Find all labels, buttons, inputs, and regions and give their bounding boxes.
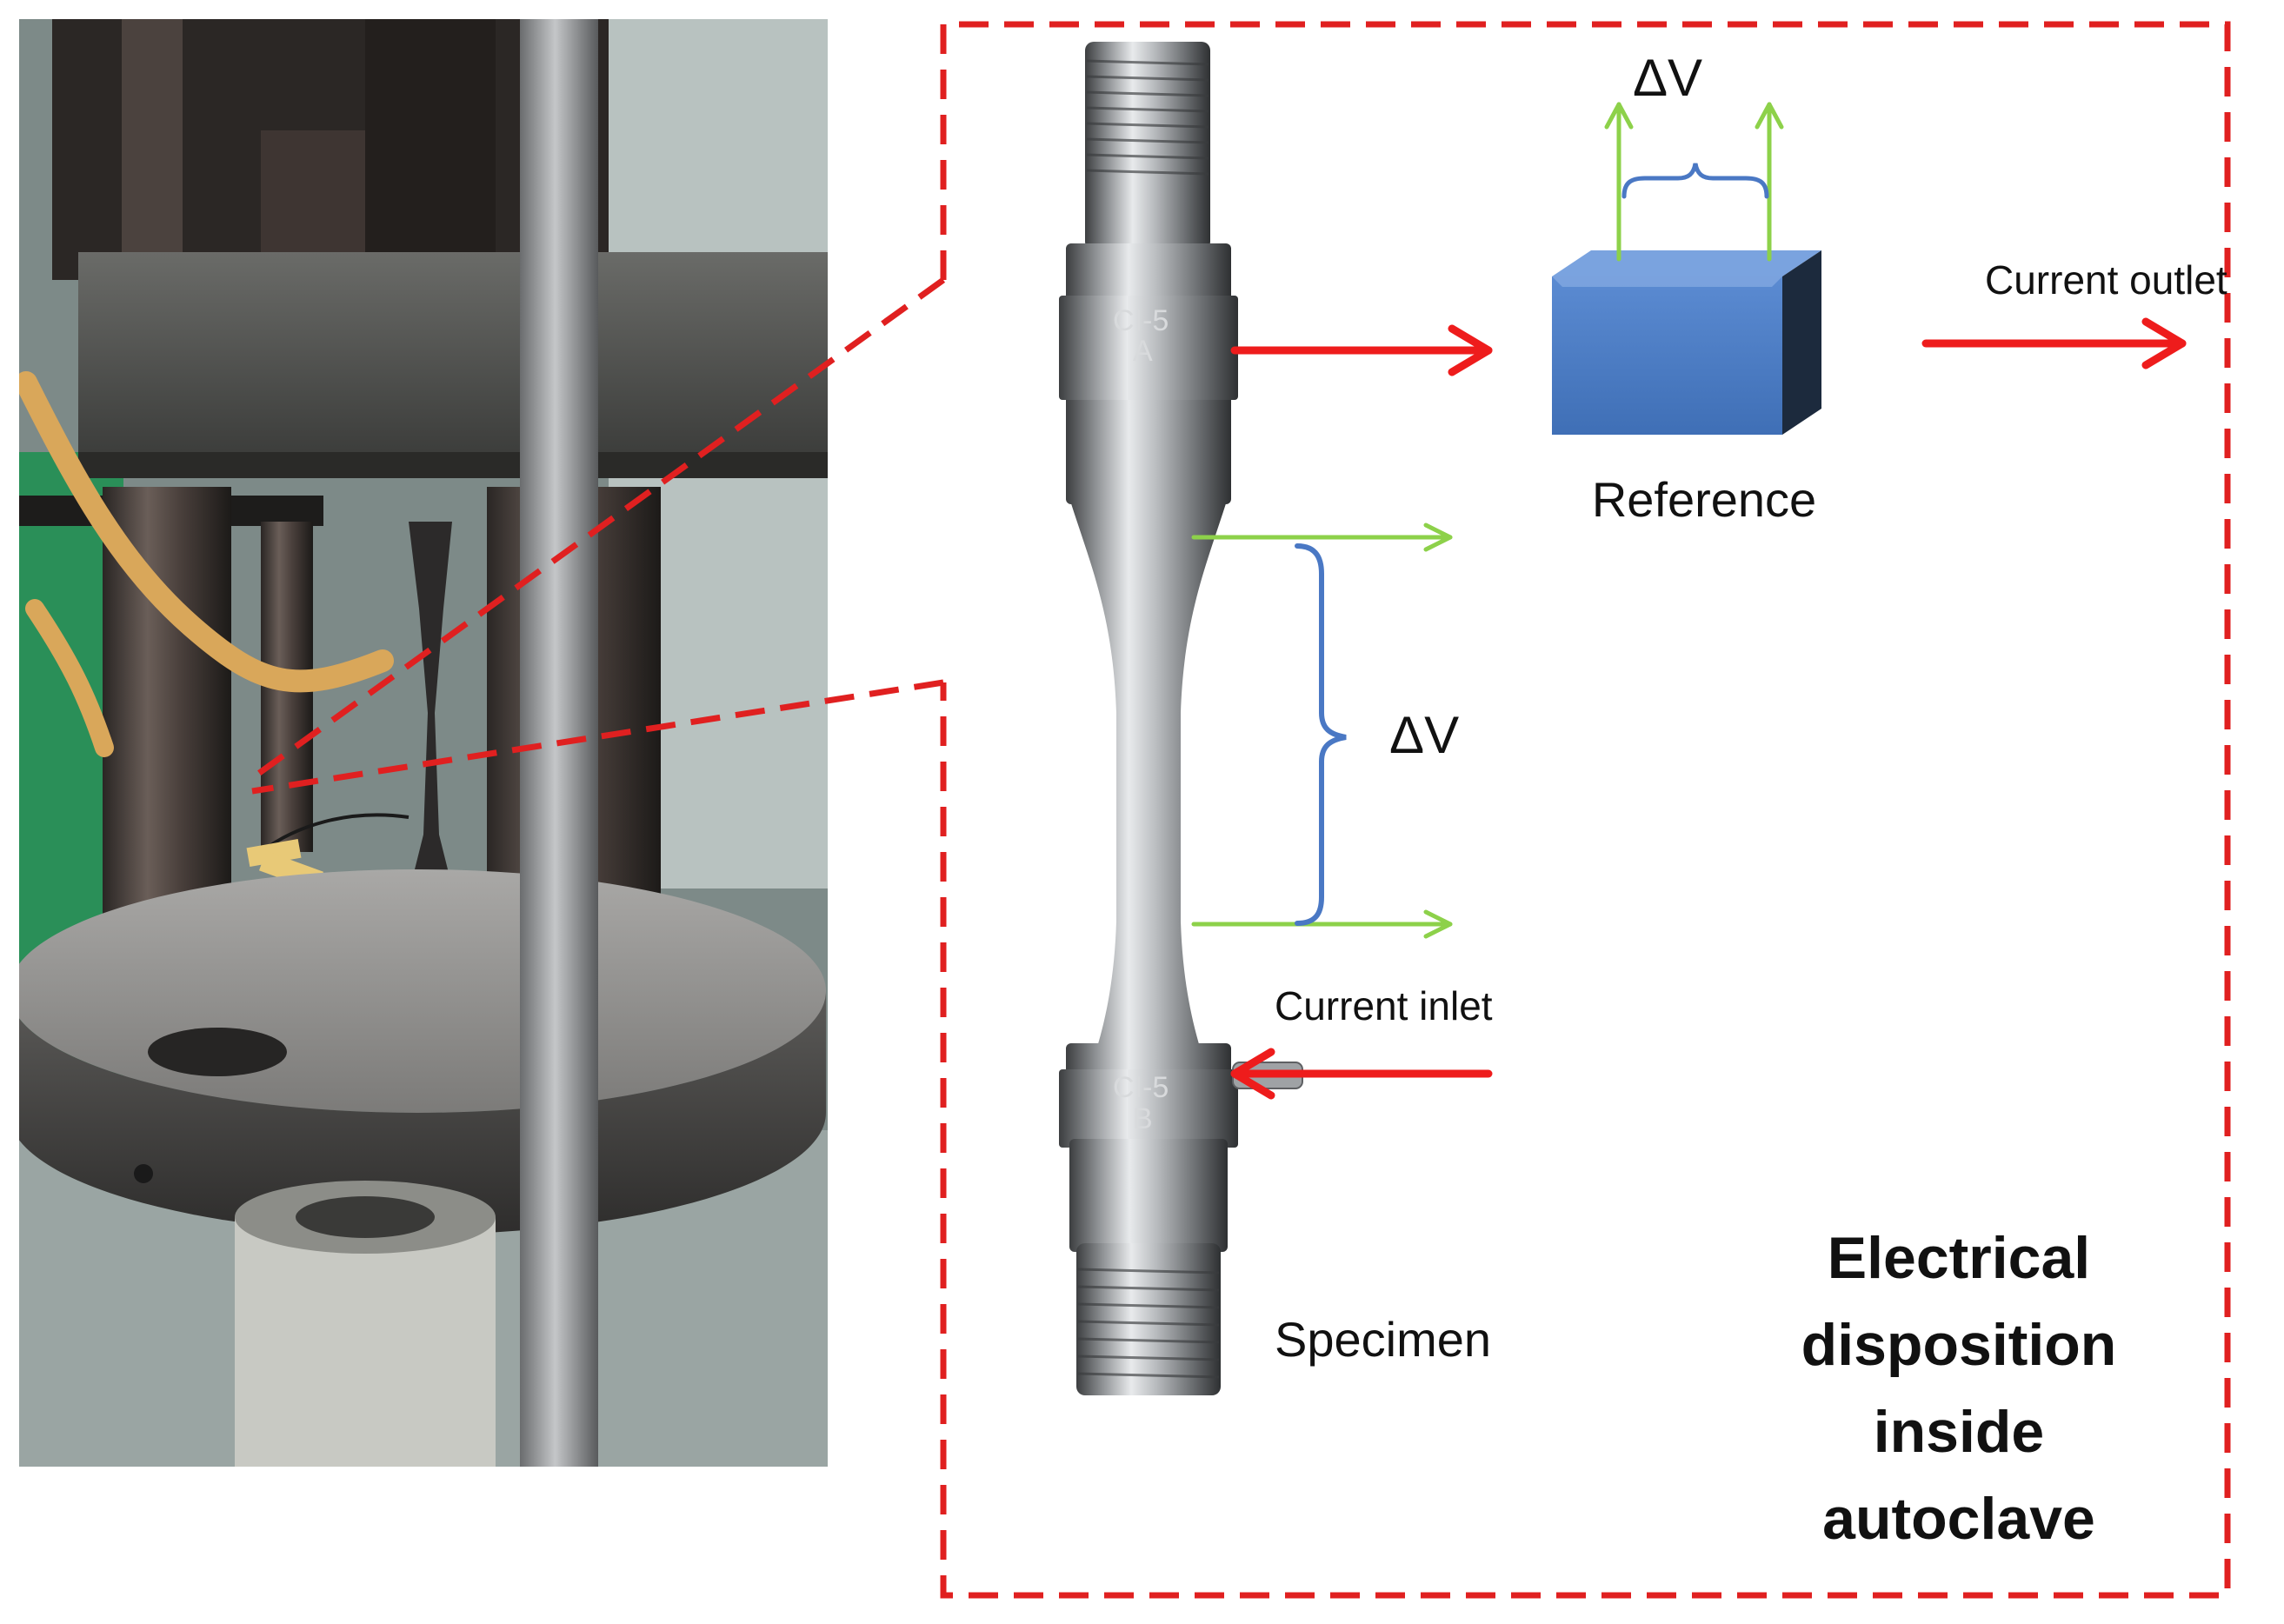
current-arrow-outlet xyxy=(1921,317,2187,369)
current-arrow-to-reference xyxy=(1230,324,1493,376)
zoom-line-top xyxy=(250,277,946,781)
specimen-mark-upper-2: A xyxy=(1133,335,1153,368)
specimen-label: Specimen xyxy=(1275,1312,1491,1367)
caption-line-2: disposition xyxy=(1801,1312,2117,1378)
zoom-line-bottom xyxy=(251,679,944,795)
current-arrows xyxy=(1230,317,2187,1100)
caption: Electrical disposition inside autoclave xyxy=(1801,1225,2117,1552)
specimen-mark-lower-1: CI-5 xyxy=(1113,1071,1169,1104)
current-inlet-label: Current inlet xyxy=(1275,983,1493,1028)
current-outlet-label: Current outlet xyxy=(1985,257,2227,303)
caption-line-3: inside xyxy=(1874,1399,2045,1465)
reference-label: Reference xyxy=(1592,472,1816,527)
specimen-mark-lower-2: B xyxy=(1133,1102,1153,1135)
caption-line-4: autoclave xyxy=(1822,1486,2095,1552)
delta-v-bracket-specimen xyxy=(1295,543,1347,926)
caption-line-1: Electrical xyxy=(1828,1225,2090,1291)
specimen-drawing: CI-5 A CI-5 B xyxy=(1059,42,1303,1395)
delta-v-bracket-reference xyxy=(1621,163,1769,199)
delta-v-specimen-label: ΔV xyxy=(1389,706,1459,764)
specimen-mark-upper-1: CI-5 xyxy=(1113,304,1169,337)
potential-arrow-lower xyxy=(1191,909,1453,939)
potential-arrows xyxy=(1191,102,1784,939)
zoom-frame xyxy=(940,21,2231,1599)
potential-arrow-upper xyxy=(1191,522,1453,552)
reference-potential-right xyxy=(1755,102,1784,262)
zoom-callout xyxy=(250,21,2231,1599)
autoclave-photo xyxy=(19,19,828,1467)
reference-block xyxy=(1552,250,1821,435)
delta-v-reference-label: ΔV xyxy=(1633,49,1702,107)
current-arrow-inlet xyxy=(1230,1048,1493,1100)
reference-potential-left xyxy=(1604,102,1634,262)
